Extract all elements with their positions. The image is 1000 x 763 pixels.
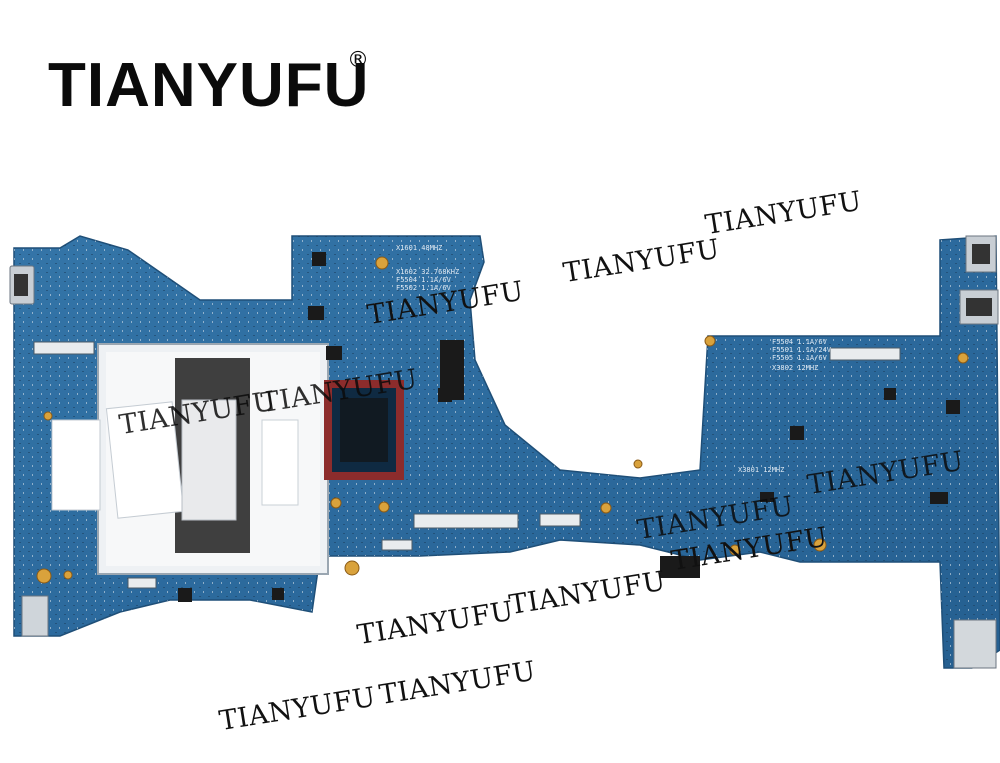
silk-fuse-3: F5504 1.1A/6V: [772, 338, 827, 346]
silk-crystal-4: X3801 12MHZ: [738, 466, 785, 474]
io-port-left-bottom: [21, 595, 49, 637]
silk-fuse-2: F5502 1.1A/6V: [396, 284, 451, 292]
ram-label-sticker: [105, 401, 185, 519]
silk-fuse-1: F5504 1.1A/6V: [396, 276, 451, 284]
registered-mark: ®: [347, 48, 369, 73]
audio-jack: [953, 619, 997, 669]
silk-crystal-2: X1602 32.768KHZ: [396, 268, 460, 276]
silk-fuse-5: F5505 1.1A/6V: [772, 354, 827, 362]
silk-crystal-3: X3802 12MHZ: [772, 364, 819, 372]
silk-fuse-4: F5501 1.1A/24V: [772, 346, 832, 354]
silk-crystal-1: X1601 48MHZ: [396, 244, 443, 252]
brand-logo: TIANYUFU: [48, 51, 370, 120]
